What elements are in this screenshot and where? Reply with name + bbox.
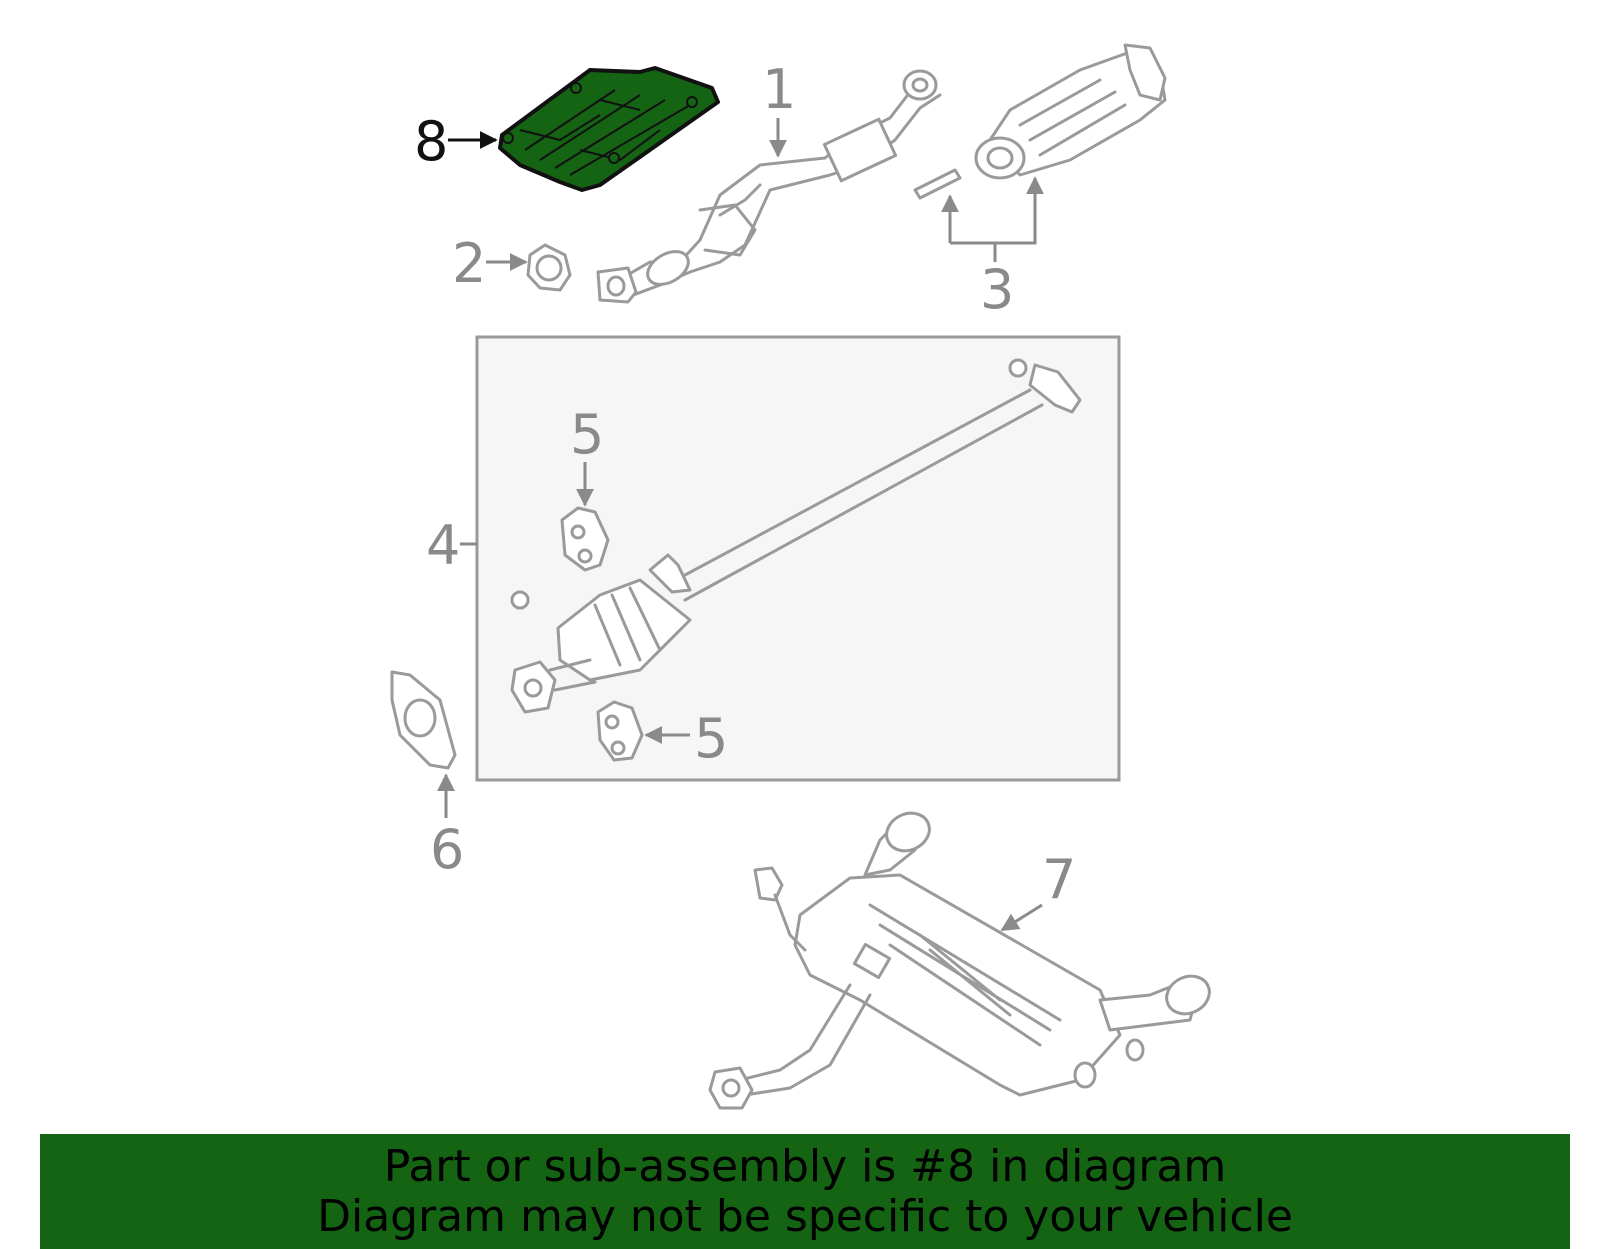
callout-7: 7: [1042, 848, 1076, 911]
leader-7: [1000, 903, 1043, 932]
callout-6: 6: [430, 818, 464, 881]
callout-8: 8: [414, 110, 448, 173]
callout-5a: 5: [570, 403, 604, 466]
callout-5b: 5: [694, 707, 728, 770]
info-banner: Part or sub-assembly is #8 in diagram Di…: [40, 1134, 1570, 1249]
callout-3: 3: [980, 258, 1014, 321]
callout-2: 2: [452, 232, 486, 295]
banner-line-disclaimer: Diagram may not be specific to your vehi…: [317, 1191, 1293, 1242]
leader-3: [948, 182, 1037, 262]
banner-line-part-number: Part or sub-assembly is #8 in diagram: [383, 1141, 1227, 1192]
callout-1: 1: [762, 58, 796, 121]
part-8-heat-shield[interactable]: [498, 66, 720, 192]
part-3-catalytic-converter: [974, 43, 1167, 180]
part-5-hanger-lower: [596, 700, 644, 762]
part-6-gasket: [390, 670, 457, 770]
part-3-stud: [913, 168, 962, 200]
part-7-muffler: [708, 811, 1211, 1110]
callout-4: 4: [426, 514, 460, 577]
part-1-front-pipe: [596, 69, 942, 304]
part-4-center-pipe: [510, 358, 1082, 714]
part-2-gasket: [526, 243, 572, 292]
part-5-hanger-upper: [560, 506, 610, 572]
